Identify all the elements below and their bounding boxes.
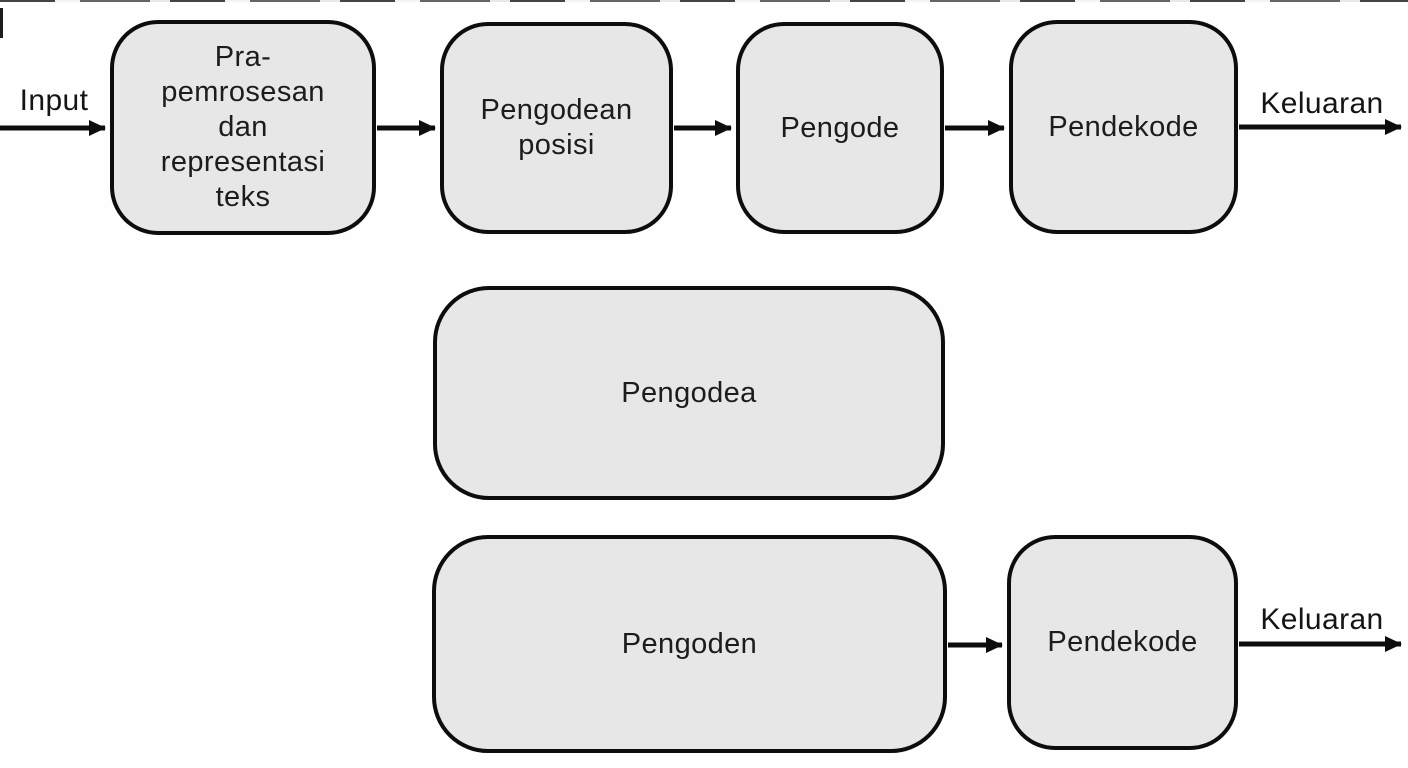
box-preprocess: Pra- pemrosesan dan representasi teks <box>110 20 376 235</box>
box-positional-encoding: Pengodean posisi <box>440 22 673 234</box>
output-label-top-text: Keluaran <box>1260 87 1384 120</box>
box-encoder-bottom-label: Pengoden <box>621 627 758 660</box>
box-decoder-bottom: Pendekode <box>1007 535 1238 750</box>
box-decoder-bottom-label: Pendekode <box>1047 626 1198 658</box>
input-label: Input <box>6 84 102 118</box>
box-decoder-top-label: Pendekode <box>1048 110 1199 143</box>
screen-edge-artifact-top <box>0 0 1408 2</box>
box-encoder-top-label: Pengode <box>780 111 900 144</box>
input-label-text: Input <box>19 84 89 117</box>
screen-edge-artifact-left <box>0 8 3 38</box>
box-positional-encoding-label: Pengodean posisi <box>480 94 633 161</box>
box-preprocess-label: Pra- pemrosesan dan representasi teks <box>160 41 326 213</box>
box-decoder-top: Pendekode <box>1009 20 1238 234</box>
box-encoder-bottom: Pengoden <box>432 535 947 753</box>
output-label-top: Keluaran <box>1246 87 1398 121</box>
output-label-bottom: Keluaran <box>1246 603 1398 637</box>
box-encoder-middle: Pengodea <box>433 286 945 500</box>
box-encoder-top: Pengode <box>736 22 944 234</box>
output-label-bottom-text: Keluaran <box>1260 603 1384 636</box>
box-encoder-middle-label: Pengodea <box>621 376 757 409</box>
